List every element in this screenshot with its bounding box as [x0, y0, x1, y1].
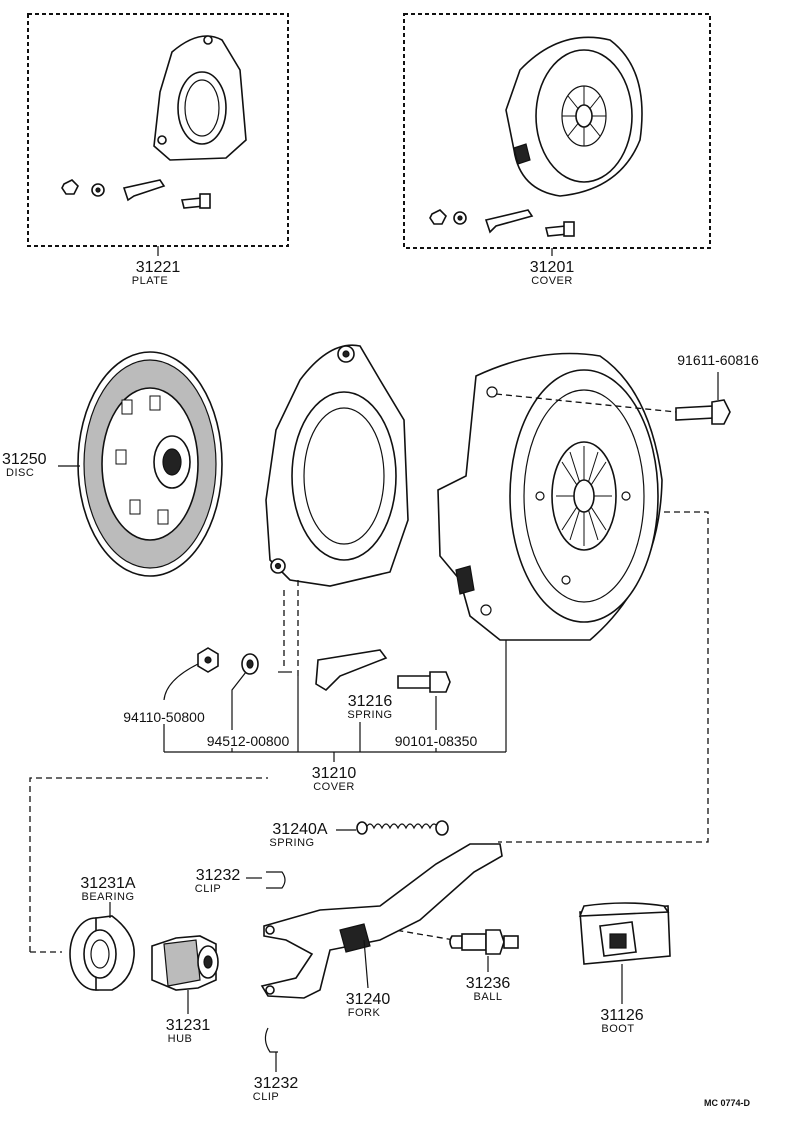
svg-text:31236: 31236 — [466, 975, 511, 992]
pivot-ball-illustration — [449, 929, 519, 972]
svg-text:FORK: FORK — [348, 1007, 381, 1019]
bolt-91611-illustration — [495, 372, 731, 425]
clutch-cover-illustration — [437, 352, 663, 641]
return-spring-illustration — [336, 820, 449, 836]
svg-text:CLIP: CLIP — [253, 1091, 279, 1103]
svg-text:COVER: COVER — [313, 781, 355, 793]
svg-text:31126: 31126 — [600, 1007, 643, 1024]
svg-text:PLATE: PLATE — [132, 275, 169, 287]
cover-set-hardware — [197, 580, 451, 693]
svg-text:91611-60816: 91611-60816 — [677, 352, 759, 368]
clip-upper-illustration — [246, 871, 286, 889]
clutch-disc-illustration — [58, 351, 223, 577]
svg-text:31231A: 31231A — [80, 875, 135, 892]
release-hub-illustration — [151, 935, 219, 1014]
cover-hardware — [429, 209, 575, 237]
plate-illustration — [153, 35, 247, 161]
svg-text:HUB: HUB — [168, 1033, 193, 1045]
pressure-plate-illustration — [265, 344, 409, 587]
cover-illustration — [505, 36, 643, 197]
svg-text:31210: 31210 — [312, 765, 357, 782]
label-31240A: 31240A SPRING — [269, 821, 328, 849]
label-91611-60816: 91611-60816 — [677, 352, 759, 368]
svg-text:31240: 31240 — [346, 991, 391, 1008]
label-31232-lower: 31232 CLIP — [253, 1075, 299, 1103]
svg-text:BEARING: BEARING — [81, 891, 134, 903]
cover-kit-box — [403, 13, 711, 256]
dashed-routing — [29, 511, 709, 953]
svg-text:31201: 31201 — [530, 259, 575, 276]
label-31216: 31216 SPRING — [347, 693, 392, 721]
svg-text:31240A: 31240A — [272, 821, 327, 838]
plate-kit-box — [27, 13, 289, 256]
release-bearing-illustration — [69, 902, 135, 991]
label-31236: 31236 BALL — [466, 975, 511, 1003]
label-31231: 31231 HUB — [166, 1017, 211, 1045]
label-31250: 31250 DISC — [2, 451, 47, 479]
svg-text:31250: 31250 — [2, 451, 47, 468]
svg-text:SPRING: SPRING — [347, 709, 392, 721]
label-31210: 31210 COVER — [312, 765, 357, 793]
label-31240: 31240 FORK — [346, 991, 391, 1019]
svg-text:31216: 31216 — [348, 693, 393, 710]
label-90101-08350: 90101-08350 — [395, 733, 478, 749]
svg-text:90101-08350: 90101-08350 — [395, 733, 478, 749]
label-31221: 31221 PLATE — [132, 259, 181, 287]
svg-text:BALL: BALL — [474, 991, 503, 1003]
label-94512-00800: 94512-00800 — [207, 733, 290, 749]
clip-lower-illustration — [264, 1027, 278, 1072]
svg-text:94110-50800: 94110-50800 — [123, 709, 205, 725]
svg-text:CLIP: CLIP — [195, 883, 221, 895]
svg-text:DISC: DISC — [6, 467, 34, 479]
plate-hardware — [61, 179, 211, 209]
label-31126: 31126 BOOT — [600, 1007, 643, 1035]
svg-text:31232: 31232 — [254, 1075, 299, 1092]
diagram-code: MC 0774-D — [704, 1098, 751, 1108]
label-31201: 31201 COVER — [530, 259, 575, 287]
svg-text:BOOT: BOOT — [601, 1023, 634, 1035]
label-31231A: 31231A BEARING — [80, 875, 135, 903]
label-94110-50800: 94110-50800 — [123, 709, 205, 725]
svg-text:31231: 31231 — [166, 1017, 211, 1034]
svg-text:94512-00800: 94512-00800 — [207, 733, 290, 749]
svg-text:31232: 31232 — [196, 867, 241, 884]
svg-text:31221: 31221 — [136, 259, 181, 276]
label-31232-upper: 31232 CLIP — [195, 867, 241, 895]
release-fork-illustration — [260, 843, 503, 999]
svg-text:COVER: COVER — [531, 275, 573, 287]
svg-text:SPRING: SPRING — [269, 837, 314, 849]
cover-group-leaders — [163, 640, 507, 762]
fork-boot-illustration — [578, 902, 671, 1004]
